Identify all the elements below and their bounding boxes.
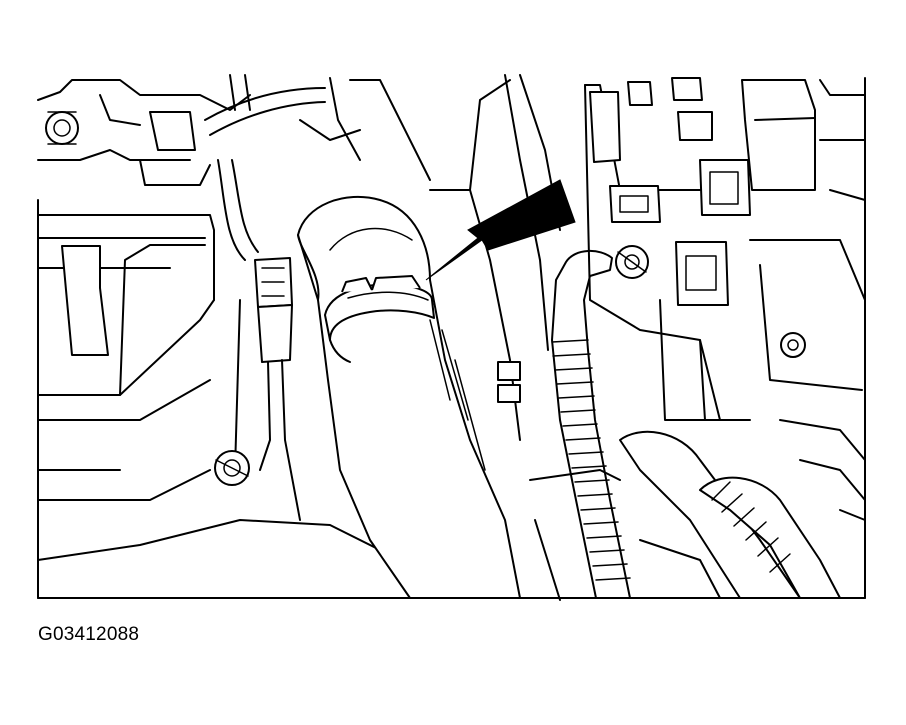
intake-hose [297, 195, 521, 599]
bolt-icon [45, 111, 79, 145]
lower-right-harness [529, 419, 866, 599]
pointer-arrow-icon [425, 179, 576, 281]
upper-wire-harness [204, 74, 431, 261]
figure-caption: G03412088 [38, 624, 140, 645]
bolt-icon-lower [214, 450, 250, 486]
hose-clamp-icon [324, 275, 435, 363]
air-cleaner-housing [37, 199, 421, 599]
corrugated-wire-loom-icon [551, 250, 631, 599]
fuse-relay-box-icon [584, 77, 866, 599]
bolt-icon-right [780, 332, 806, 358]
nut-icon [615, 245, 649, 279]
upper-bracket [37, 79, 251, 186]
center-tubes [429, 74, 561, 601]
connector-icon [234, 257, 301, 521]
